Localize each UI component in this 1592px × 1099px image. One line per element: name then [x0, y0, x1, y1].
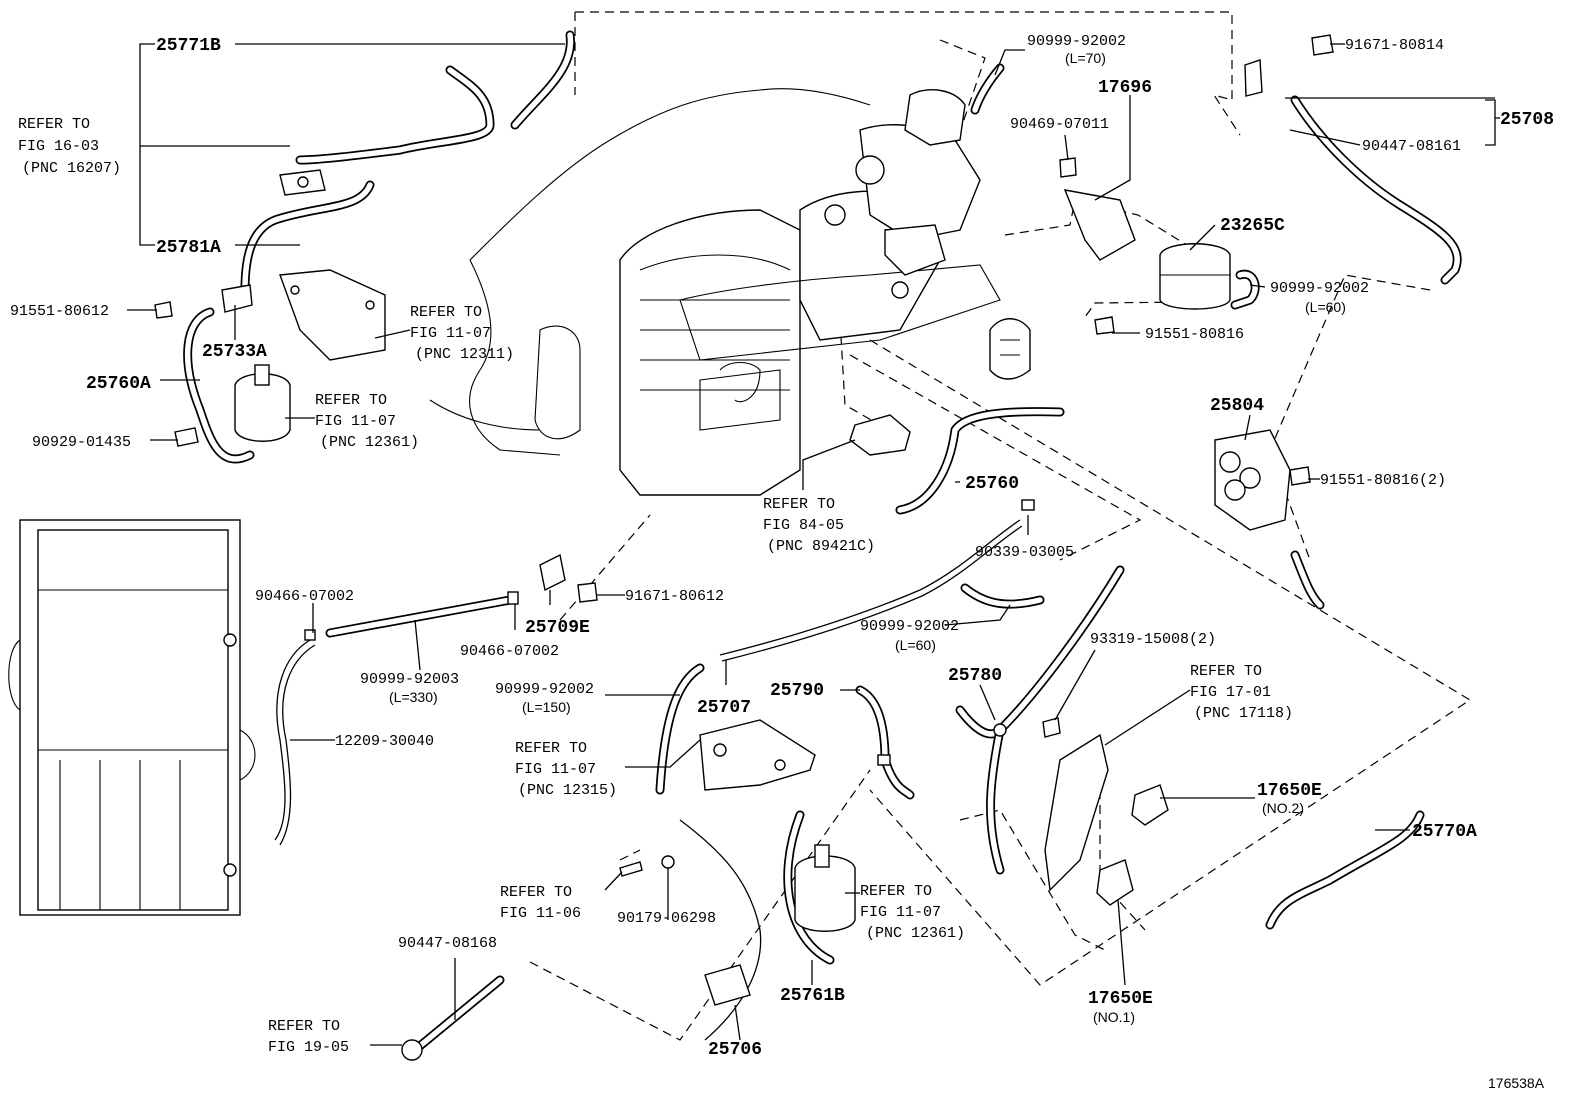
label-25761B: 25761B — [780, 986, 845, 1006]
label-90447-08161: 90447-08161 — [1362, 138, 1461, 155]
label-91551-80612: 91551-80612 — [10, 303, 109, 320]
label-25706: 25706 — [708, 1040, 762, 1060]
label-90929-01435: 90929-01435 — [32, 434, 131, 451]
components — [154, 34, 1334, 1061]
dashed-boundaries — [529, 11, 1472, 1041]
label-25804: 25804 — [1210, 396, 1264, 416]
label-90999-92003: 90999-92003 — [360, 671, 459, 688]
hoses — [183, 30, 1462, 1055]
label-90999-92002-l60a-length: (L=60) — [1305, 299, 1346, 315]
label-refer-11-07-c-line2: FIG 11-07 — [515, 761, 596, 778]
label-refer-11-07-a-line3: (PNC 12311) — [415, 346, 514, 363]
label-91671-80612: 91671-80612 — [625, 588, 724, 605]
label-90999-92002-l70: 90999-92002 — [1027, 33, 1126, 50]
labels: 25771B REFER TO FIG 16-03 (PNC 16207) 25… — [10, 33, 1554, 1091]
label-90466-07002-b: 90466-07002 — [460, 643, 559, 660]
label-90447-08168: 90447-08168 — [398, 935, 497, 952]
label-refer-11-07-b-line3: (PNC 12361) — [320, 434, 419, 451]
label-90179-06298: 90179-06298 — [617, 910, 716, 927]
engine-block — [429, 88, 1031, 496]
label-refer-19-05-line2: FIG 19-05 — [268, 1039, 349, 1056]
label-refer-11-07-a-line2: FIG 11-07 — [410, 325, 491, 342]
label-90469-07011: 90469-07011 — [1010, 116, 1109, 133]
label-refer-11-07-d-line3: (PNC 12361) — [866, 925, 965, 942]
label-refer-11-06-line2: FIG 11-06 — [500, 905, 581, 922]
label-refer-11-07-b-line2: FIG 11-07 — [315, 413, 396, 430]
label-93319-15008: 93319-15008(2) — [1090, 631, 1216, 648]
label-25709E: 25709E — [525, 618, 590, 638]
label-90999-92002-l150: 90999-92002 — [495, 681, 594, 698]
label-refer-16-03-line3: (PNC 16207) — [22, 160, 121, 177]
label-refer-84-05-line2: FIG 84-05 — [763, 517, 844, 534]
label-25770A: 25770A — [1412, 822, 1477, 842]
label-refer-17-01-line3: (PNC 17118) — [1194, 705, 1293, 722]
label-90466-07002-a: 90466-07002 — [255, 588, 354, 605]
label-25760: 25760 — [965, 474, 1019, 494]
label-refer-11-07-b-line1: REFER TO — [315, 392, 387, 409]
label-25771B: 25771B — [156, 36, 221, 56]
label-refer-11-07-c-line3: (PNC 12315) — [518, 782, 617, 799]
label-90999-92002-l150-length: (L=150) — [522, 699, 571, 715]
figure-id: 176538A — [1488, 1075, 1545, 1091]
label-17650E-no2: 17650E — [1257, 781, 1322, 801]
label-91671-80814: 91671-80814 — [1345, 37, 1444, 54]
label-17650E-no1-sub: (NO.1) — [1093, 1009, 1135, 1025]
label-refer-11-07-d-line2: FIG 11-07 — [860, 904, 941, 921]
label-90999-92003-length: (L=330) — [389, 689, 438, 705]
label-refer-16-03-line1: REFER TO — [18, 116, 90, 133]
label-25707: 25707 — [697, 698, 751, 718]
label-refer-11-07-c-line1: REFER TO — [515, 740, 587, 757]
label-refer-11-07-d-line1: REFER TO — [860, 883, 932, 900]
label-91551-80816-2: 91551-80816(2) — [1320, 472, 1446, 489]
label-90999-92002-l60a: 90999-92002 — [1270, 280, 1369, 297]
label-refer-84-05-line3: (PNC 89421C) — [767, 538, 875, 555]
label-25790: 25790 — [770, 681, 824, 701]
label-91551-80816: 91551-80816 — [1145, 326, 1244, 343]
label-17696: 17696 — [1098, 78, 1152, 98]
label-refer-19-05-line1: REFER TO — [268, 1018, 340, 1035]
label-25708: 25708 — [1500, 110, 1554, 130]
label-refer-11-07-a-line1: REFER TO — [410, 304, 482, 321]
label-refer-84-05-line1: REFER TO — [763, 496, 835, 513]
label-refer-16-03-line2: FIG 16-03 — [18, 138, 99, 155]
label-12209-30040: 12209-30040 — [335, 733, 434, 750]
label-90999-92002-l60b: 90999-92002 — [860, 618, 959, 635]
leader-lines — [127, 43, 1500, 1046]
label-17650E-no2-sub: (NO.2) — [1262, 800, 1304, 816]
label-17650E-no1: 17650E — [1088, 989, 1153, 1009]
label-23265C: 23265C — [1220, 216, 1285, 236]
label-refer-17-01-line2: FIG 17-01 — [1190, 684, 1271, 701]
label-90999-92002-l60b-length: (L=60) — [895, 637, 936, 653]
label-90339-03005: 90339-03005 — [975, 544, 1074, 561]
label-25760A: 25760A — [86, 374, 151, 394]
label-refer-17-01-line1: REFER TO — [1190, 663, 1262, 680]
label-25733A: 25733A — [202, 342, 267, 362]
label-90999-92002-l70-length: (L=70) — [1065, 50, 1106, 66]
radiator — [8, 519, 256, 916]
label-25780: 25780 — [948, 666, 1002, 686]
label-refer-11-06-line1: REFER TO — [500, 884, 572, 901]
label-25781A: 25781A — [156, 238, 221, 258]
